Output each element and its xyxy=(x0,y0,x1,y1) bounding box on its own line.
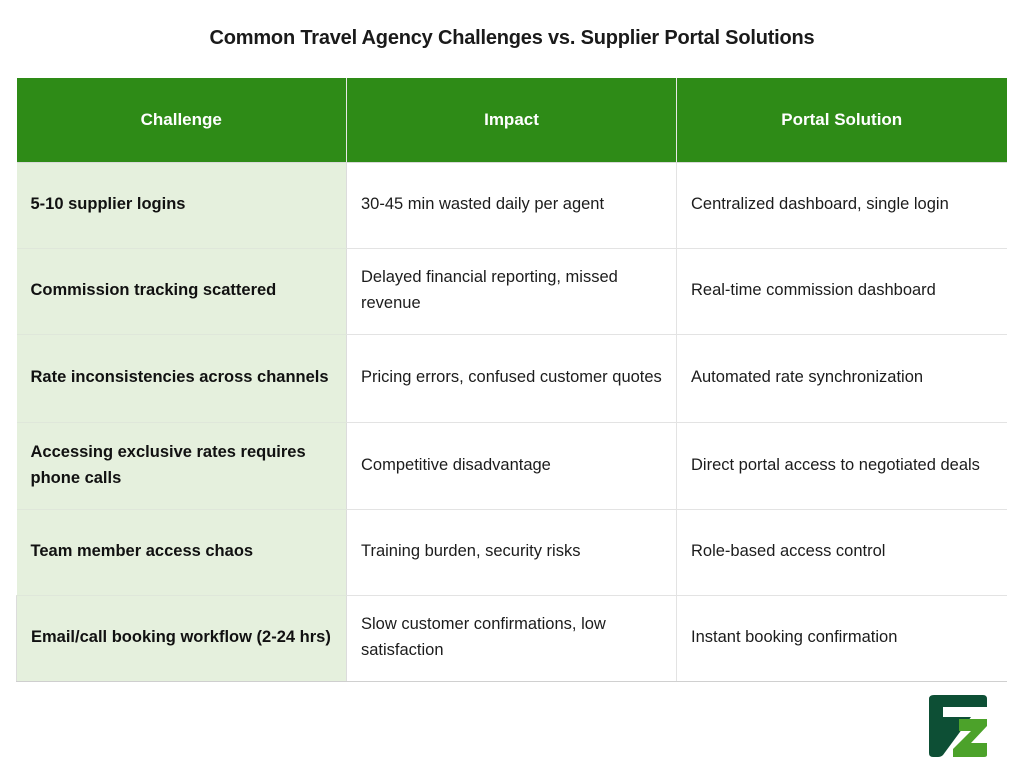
cell-solution: Centralized dashboard, single login xyxy=(676,162,1007,249)
cell-solution: Real-time commission dashboard xyxy=(676,248,1007,335)
table-row: Email/call booking workflow (2-24 hrs) S… xyxy=(16,595,1007,682)
cell-impact: Slow customer confirmations, low satisfa… xyxy=(346,595,677,682)
cell-challenge: Rate inconsistencies across channels xyxy=(16,334,347,423)
table-row: 5-10 supplier logins 30-45 min wasted da… xyxy=(16,162,1007,249)
cell-challenge: Team member access chaos xyxy=(16,509,347,596)
table-header: Challenge Impact Portal Solution xyxy=(16,78,1007,163)
column-header-challenge: Challenge xyxy=(16,78,347,163)
cell-challenge: Email/call booking workflow (2-24 hrs) xyxy=(16,595,347,682)
cell-impact: 30-45 min wasted daily per agent xyxy=(346,162,677,249)
cell-impact: Training burden, security risks xyxy=(346,509,677,596)
table-header-row: Challenge Impact Portal Solution xyxy=(16,78,1007,163)
fz-logo-icon xyxy=(921,693,991,759)
table-row: Commission tracking scattered Delayed fi… xyxy=(16,248,1007,335)
cell-impact: Pricing errors, confused customer quotes xyxy=(346,334,677,423)
comparison-table-container: Challenge Impact Portal Solution 5-10 su… xyxy=(16,78,1007,682)
table-row: Rate inconsistencies across channels Pri… xyxy=(16,334,1007,423)
cell-solution: Instant booking confirmation xyxy=(676,595,1007,682)
table-row: Accessing exclusive rates requires phone… xyxy=(16,422,1007,510)
table-body: 5-10 supplier logins 30-45 min wasted da… xyxy=(16,162,1007,682)
cell-challenge: Commission tracking scattered xyxy=(16,248,347,335)
table-row: Team member access chaos Training burden… xyxy=(16,509,1007,596)
cell-impact: Delayed financial reporting, missed reve… xyxy=(346,248,677,335)
cell-solution: Direct portal access to negotiated deals xyxy=(676,422,1007,510)
cell-solution: Automated rate synchronization xyxy=(676,334,1007,423)
cell-challenge: Accessing exclusive rates requires phone… xyxy=(16,422,347,510)
cell-impact: Competitive disadvantage xyxy=(346,422,677,510)
page-title: Common Travel Agency Challenges vs. Supp… xyxy=(209,27,815,49)
comparison-table: Challenge Impact Portal Solution 5-10 su… xyxy=(16,78,1007,682)
cell-challenge: 5-10 supplier logins xyxy=(16,162,347,249)
column-header-impact: Impact xyxy=(346,78,677,163)
column-header-portal-solution: Portal Solution xyxy=(676,78,1007,163)
cell-solution: Role-based access control xyxy=(676,509,1007,596)
